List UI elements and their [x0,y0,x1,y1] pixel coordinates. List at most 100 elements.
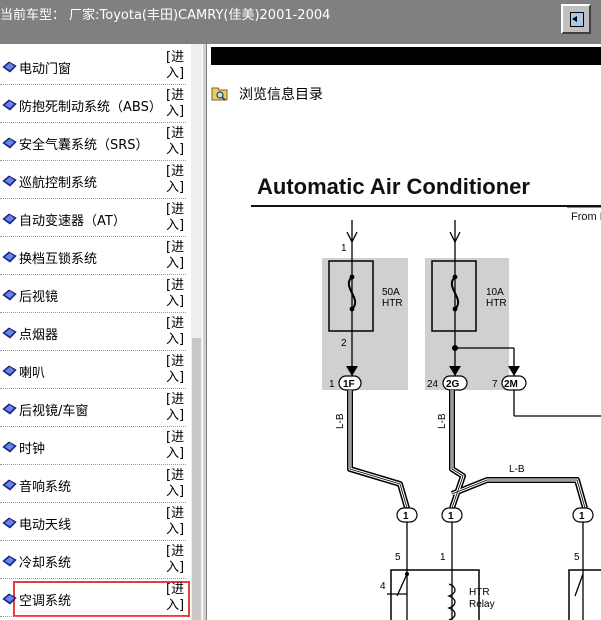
fuse-element-2 [450,276,460,310]
book-icon [2,555,17,567]
system-list-label: 音响系统 [19,480,72,495]
diagram-title: Automatic Air Conditioner [257,174,530,199]
book-icon [2,403,17,415]
wire-lb-1: L-B [335,413,346,429]
system-list-label: 电动天线 [19,518,72,533]
system-list-item[interactable]: 空调系统 [进入] [0,581,190,617]
htr-relay-box [390,569,480,620]
fuse-box-2 [431,260,477,332]
relay-name-2: Relay [469,599,495,610]
header-strip [211,47,601,65]
system-list: 电动门窗[进入]防抱死制动系统（ABS）[进入]安全气囊系统（SRS）[进入]巡… [0,44,202,620]
sidebar-scrollbar[interactable] [191,44,202,620]
system-list-label: 电动门窗 [19,62,72,77]
system-list-label: 空调系统 [19,594,72,609]
book-icon [2,289,17,301]
enter-link[interactable]: [进入] [166,278,185,309]
system-list-item[interactable]: 防抱死制动系统（ABS） [进入] [0,87,190,123]
fuse2-rating: 10A [486,287,504,298]
book-icon [2,327,17,339]
enter-link[interactable]: [进入] [166,354,185,385]
system-list-item[interactable]: 音响系统 [进入] [0,467,190,503]
book-icon [2,213,17,225]
fuse-box-1 [328,260,374,332]
pin-2: 2 [341,338,347,349]
enter-link[interactable]: [进入] [166,506,185,537]
fuse1-name: HTR [382,298,403,309]
system-list-item[interactable]: 后视镜 [进入] [0,277,190,313]
relay-coil [447,583,456,620]
system-list-item[interactable]: 电动天线 [进入] [0,505,190,541]
fuse1-rating: 50A [382,287,400,298]
enter-link[interactable]: [进入] [166,88,185,119]
fuse-area-2 [425,258,509,390]
enter-link[interactable]: [进入] [166,240,185,271]
enter-link[interactable]: [进入] [166,392,185,423]
pin-1-conn: 1 [329,379,335,390]
system-list-label: 换档互锁系统 [19,252,98,267]
book-icon [2,479,17,491]
conn-2m: 2M [504,379,518,390]
enter-link[interactable]: [进入] [166,50,185,81]
enter-link[interactable]: [进入] [166,164,185,195]
system-list-label: 冷却系统 [19,556,72,571]
conn-2g: 2G [446,379,460,390]
wire-lb-2: L-B [437,413,448,429]
pin-7: 7 [492,379,498,390]
system-list-item[interactable]: 点烟器[进入] [0,315,190,351]
diagram-from-label: From P [571,211,601,223]
enter-link[interactable]: [进入] [166,316,185,347]
fuse-element-1 [347,276,357,310]
top-bar: 当前车型： 厂家:Toyota(丰田)CAMRY(佳美)2001-2004 [0,0,601,44]
relay-pin-4: 4 [380,581,386,592]
system-list-label: 巡航控制系统 [19,176,98,191]
book-icon [2,99,17,111]
fuse2-name: HTR [486,298,507,309]
system-list-item[interactable]: 电动门窗 [进入] [0,49,190,85]
system-list-label: 时钟 [19,442,46,457]
book-icon [2,593,17,605]
pin-24: 24 [427,379,439,390]
relay-pin-1: 1 [440,552,446,563]
exit-button[interactable] [561,4,591,34]
arrow-in-1 [346,231,358,244]
conn-1f: 1F [343,379,355,390]
node-1a: 1 [403,511,409,522]
browse-catalog-label: 浏览信息目录 [239,87,323,103]
exit-icon [570,12,584,27]
book-icon [2,61,17,73]
system-list-item[interactable]: 安全气囊系统（SRS）[进入] [0,125,190,161]
enter-link[interactable]: [进入] [166,468,185,499]
book-icon [2,251,17,263]
wiring-diagram: 1 50A HTR 2 1F 1 10A HTR 2G 24 2M 7 [251,205,601,620]
enter-link[interactable]: [进入] [166,582,185,613]
enter-link[interactable]: [进入] [166,202,185,233]
system-list-item[interactable]: 后视镜/车窗 [进入] [0,391,190,427]
pin-1-top: 1 [341,243,347,254]
relay-pin-5a: 5 [395,552,401,563]
enter-link[interactable]: [进入] [166,544,185,575]
enter-link[interactable]: [进入] [166,126,185,157]
system-list-label: 防抱死制动系统（ABS） [19,100,162,115]
arrow-down-1 [346,366,358,376]
book-icon [2,441,17,453]
system-list-item[interactable]: 时钟 [进入] [0,429,190,465]
system-list-item[interactable]: 换档互锁系统 [进入] [0,239,190,275]
book-icon [2,365,17,377]
system-list-item[interactable]: 冷却系统 [进入] [0,543,190,579]
book-icon [2,137,17,149]
system-list-item[interactable]: 自动变速器（AT）[进入] [0,201,190,237]
system-list-item[interactable]: 巡航控制系统 [进入] [0,163,190,199]
book-icon [2,517,17,529]
system-list-label: 后视镜/车窗 [19,404,89,419]
pane-divider[interactable] [202,44,207,620]
scrollbar-thumb[interactable] [192,338,201,620]
node-1c: 1 [579,511,585,522]
book-icon [2,175,17,187]
system-list-label: 后视镜 [19,290,59,305]
current-model-title: 当前车型： 厂家:Toyota(丰田)CAMRY(佳美)2001-2004 [0,8,331,23]
arrow-in-2 [449,231,461,244]
wire-lb-3: L-B [509,464,525,475]
enter-link[interactable]: [进入] [166,430,185,461]
system-list-item[interactable]: 喇叭[进入] [0,353,190,389]
